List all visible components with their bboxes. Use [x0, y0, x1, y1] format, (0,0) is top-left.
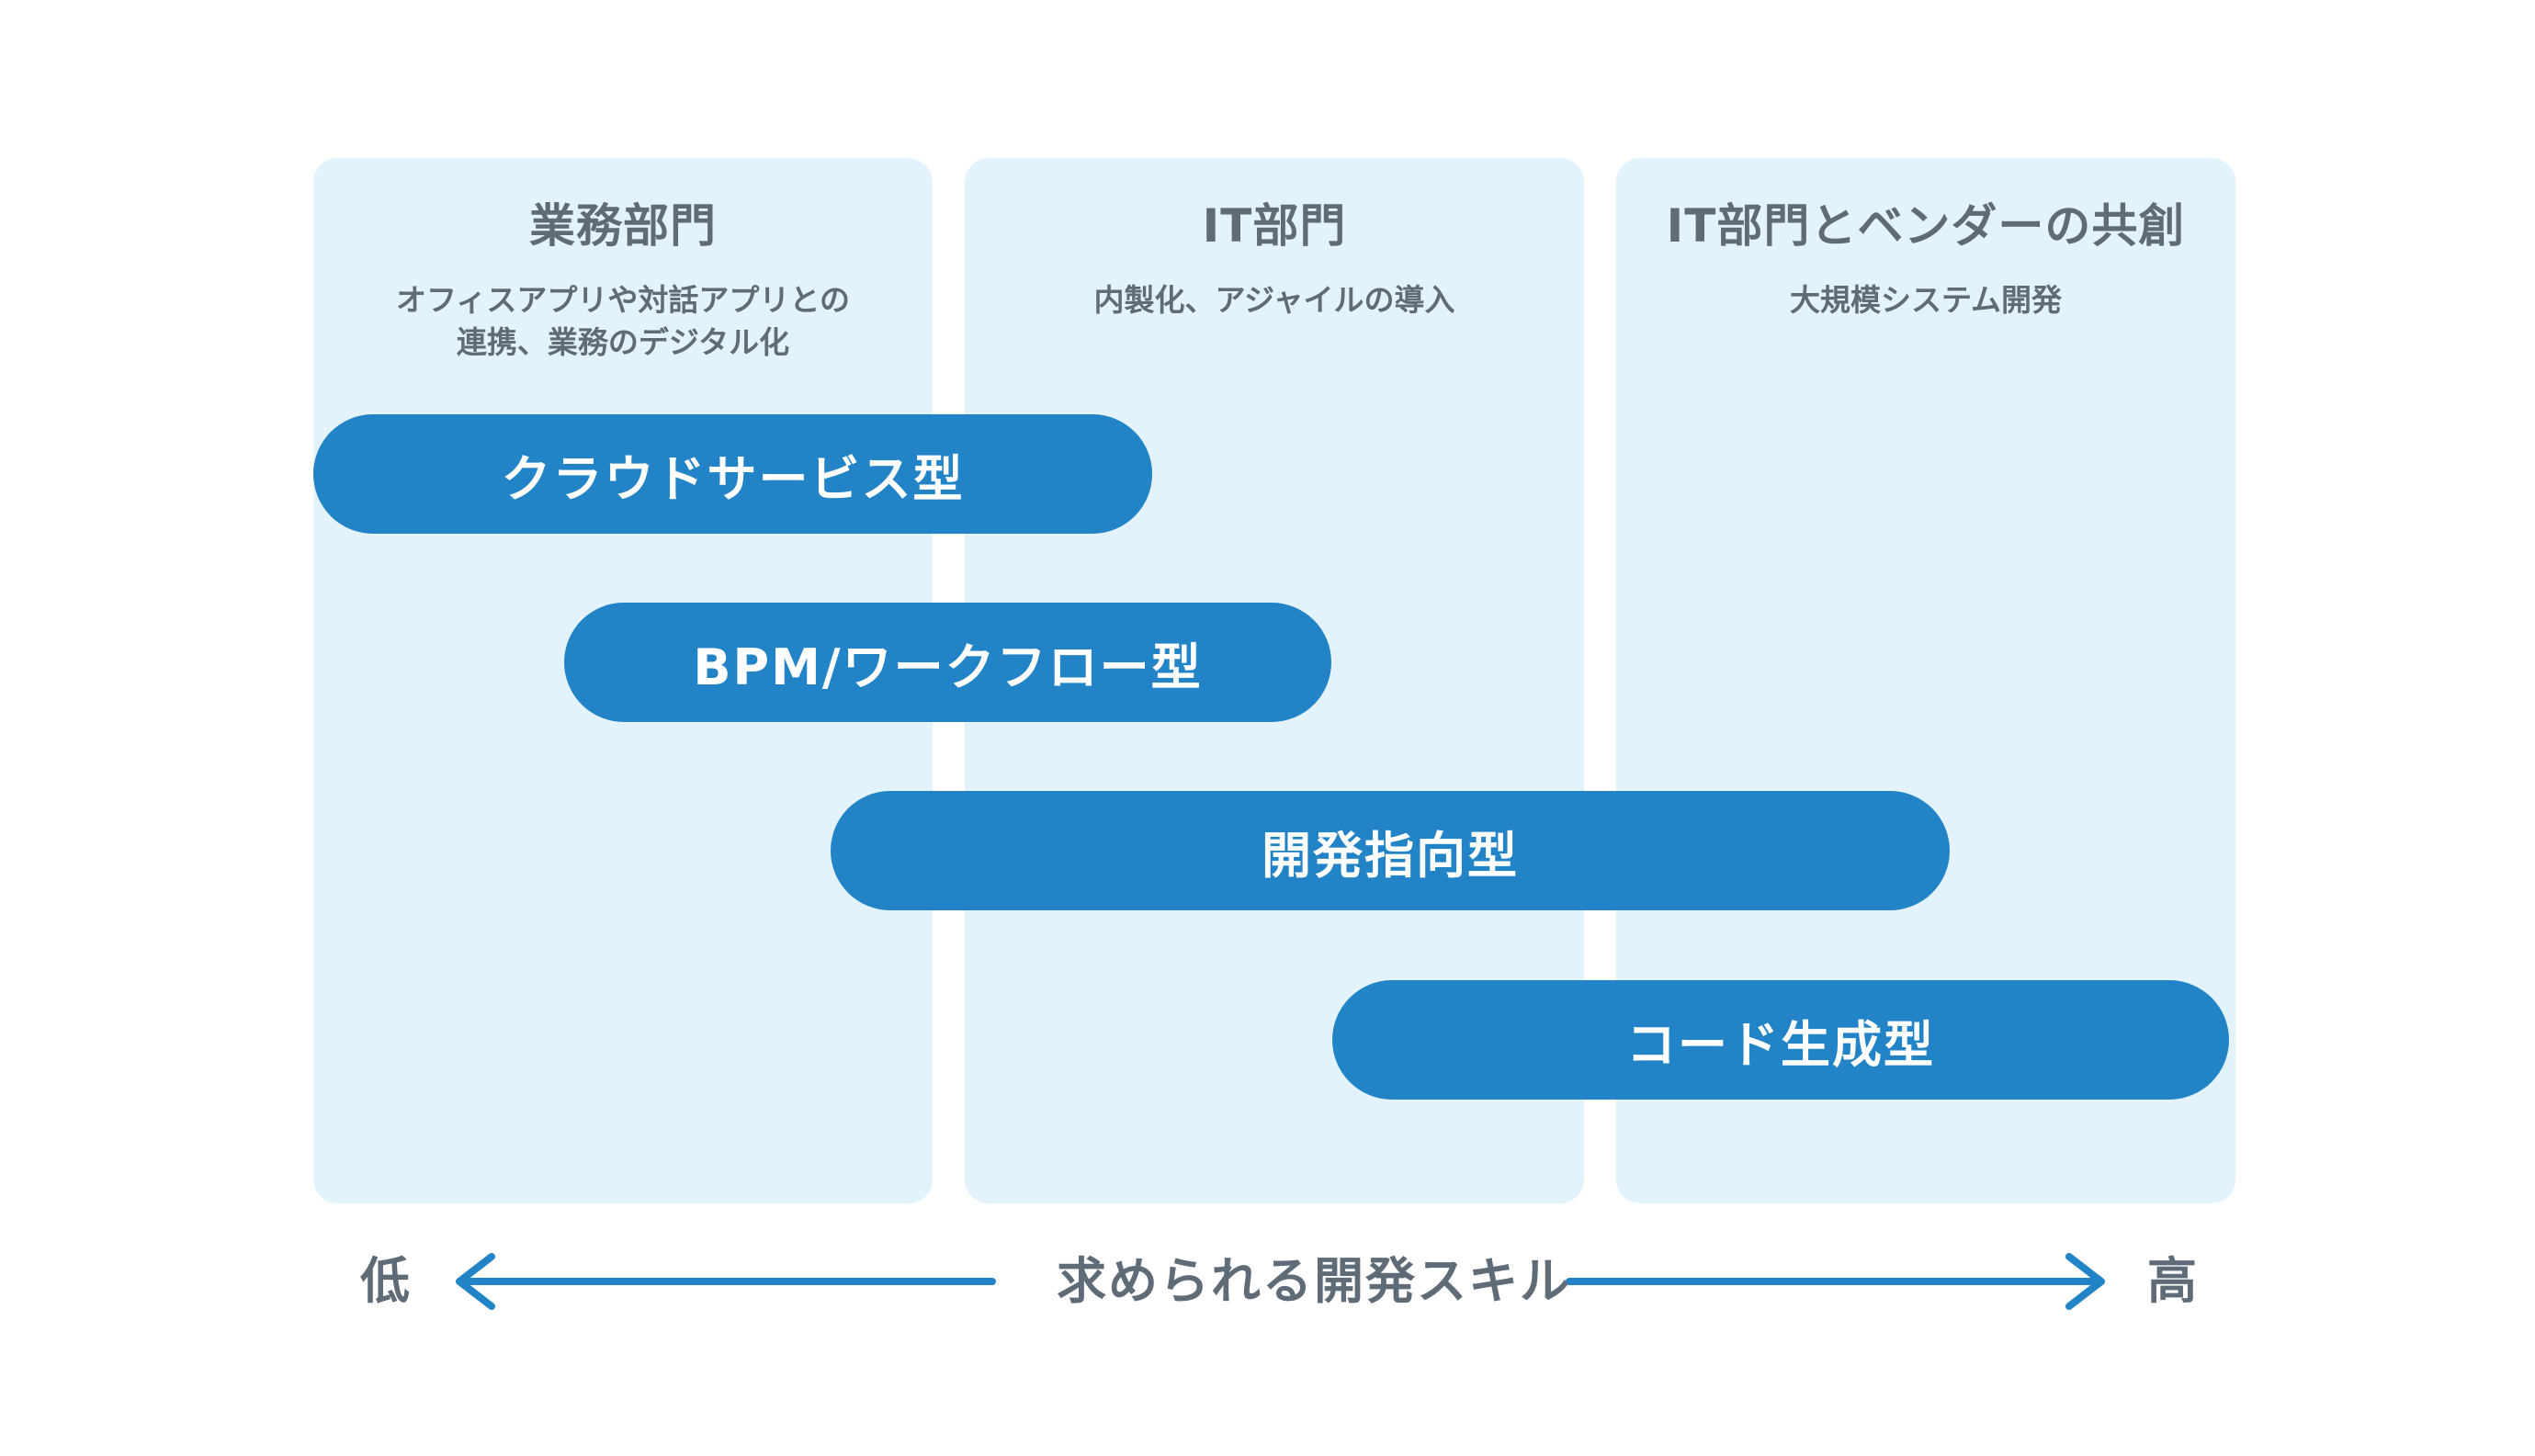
- bar-bpm-workflow-type: BPM/ワークフロー型: [564, 603, 1331, 722]
- column-title: IT部門とベンダーの共創: [1666, 199, 2186, 253]
- skill-axis: 低 求められる開発スキル 高: [0, 1231, 2535, 1332]
- right-arrow-head-icon: [2065, 1253, 2105, 1310]
- left-arrow-head-icon: [456, 1253, 495, 1310]
- axis-high-label: 高: [2147, 1252, 2197, 1310]
- axis-title: 求められる開発スキル: [1057, 1252, 1571, 1310]
- axis-low-label: 低: [360, 1252, 410, 1310]
- bar-code-generation-type: コード生成型: [1332, 980, 2229, 1100]
- column-description: オフィスアプリや対話アプリとの 連携、業務のデジタル化: [395, 282, 850, 360]
- column-title: 業務部門: [529, 199, 717, 253]
- column-description: 大規模システム開発: [1789, 282, 2062, 318]
- column-title: IT部門: [1202, 199, 1347, 253]
- skill-axis-arrows: [456, 1253, 2105, 1310]
- column-description: 内製化、アジャイルの導入: [1093, 282, 1455, 318]
- bar-development-oriented-type: 開発指向型: [831, 791, 1950, 910]
- bar-cloud-service-type: クラウドサービス型: [313, 414, 1152, 534]
